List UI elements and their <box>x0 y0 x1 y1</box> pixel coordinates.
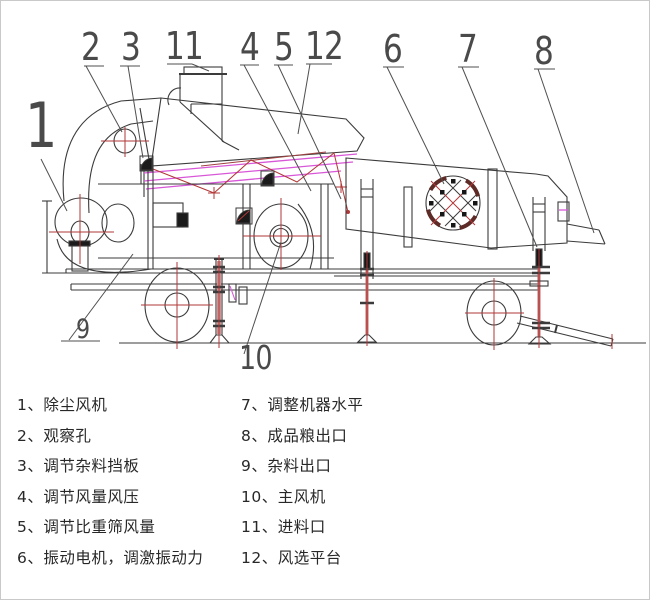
gravity-table-body <box>345 157 606 250</box>
vibration-motor <box>425 175 481 231</box>
callout-11: 11 <box>165 24 204 68</box>
callout-5: 5 <box>274 25 294 69</box>
legend-item-2: 2、观察孔 <box>17 426 92 445</box>
leveling-feet <box>208 179 552 348</box>
legend-item-1: 1、除尘风机 <box>17 396 108 414</box>
feed-inlet <box>179 66 240 151</box>
legend-item-8: 8、成品粮出口 <box>241 426 348 445</box>
legend-item-11: 11、进料口 <box>241 518 326 537</box>
callout-7: 7 <box>458 27 478 71</box>
callout-6: 6 <box>383 27 403 71</box>
baffle-dampers <box>139 155 275 225</box>
callout-8: 8 <box>534 29 554 73</box>
legend-item-7: 7、调整机器水平 <box>241 396 364 414</box>
callout-10: 10 <box>239 338 273 377</box>
legend-item-5: 5、调节比重筛风量 <box>17 518 156 537</box>
legend-item-4: 4、调节风量风压 <box>17 487 140 506</box>
legend-right-column: 7、调整机器水平 8、成品粮出口 9、杂料出口 10、主风机 11、进料口 12… <box>241 390 363 574</box>
wheels <box>141 262 524 350</box>
legend-item-6: 6、振动电机，调激振动力 <box>17 548 204 567</box>
legend-item-12: 12、风选平台 <box>241 548 342 567</box>
air-selection-platform <box>150 97 365 167</box>
callout-2: 2 <box>81 25 101 69</box>
callout-4: 4 <box>240 25 260 69</box>
legend-item-9: 9、杂料出口 <box>241 457 332 476</box>
observation-hole <box>101 127 149 157</box>
main-body <box>98 164 334 270</box>
dust-fan <box>42 87 182 274</box>
callout-3: 3 <box>121 25 141 69</box>
legend-left-column: 1、除尘风机 2、观察孔 3、调节杂料挡板 4、调节风量风压 5、调节比重筛风量… <box>17 390 203 574</box>
legend-item-3: 3、调节杂料挡板 <box>17 457 140 476</box>
ground-and-chassis <box>65 257 646 344</box>
callout-1: 1 <box>25 89 57 162</box>
callout-9: 9 <box>76 314 91 345</box>
callout-leaders <box>40 63 595 355</box>
legend-item-10: 10、主风机 <box>241 487 326 506</box>
callout-12: 12 <box>305 24 344 68</box>
